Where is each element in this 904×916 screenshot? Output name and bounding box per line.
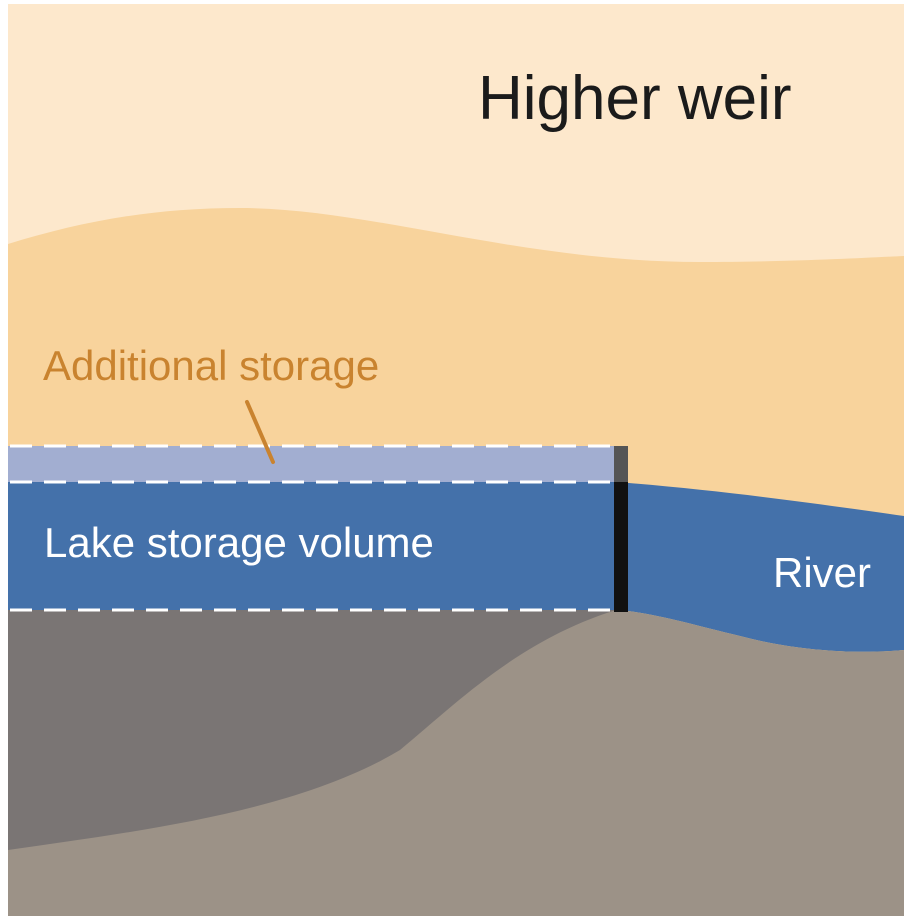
additional-storage-callout (245, 400, 275, 464)
additional-storage-label: Additional storage (43, 342, 380, 389)
lakebed-dark (8, 610, 616, 850)
weir-extension (614, 446, 628, 484)
lake-storage-volume-label: Lake storage volume (44, 519, 434, 566)
weir (614, 482, 628, 612)
river-label: River (773, 549, 872, 596)
river-water (616, 482, 904, 652)
lake-storage-volume (8, 482, 616, 610)
diagram-title: Higher weir (478, 64, 792, 133)
additional-storage-band (8, 446, 616, 482)
